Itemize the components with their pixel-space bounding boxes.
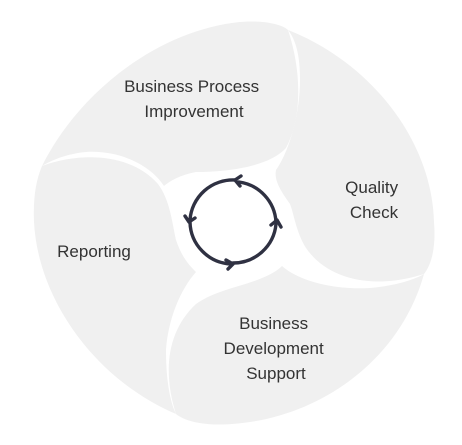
- cycle-arrows-icon: [183, 174, 283, 271]
- label-business-development-support: Business Development Support: [224, 314, 329, 383]
- segment-business-development-support: [168, 266, 424, 425]
- segment-business-process-improvement: [42, 21, 299, 187]
- segments-layer: [33, 21, 435, 425]
- segment-reporting: [33, 157, 196, 415]
- label-reporting: Reporting: [57, 242, 131, 261]
- label-business-process-improvement: Business Process Improvement: [124, 77, 264, 121]
- label-quality-check: Quality Check: [345, 178, 403, 222]
- segment-quality-check: [275, 30, 435, 282]
